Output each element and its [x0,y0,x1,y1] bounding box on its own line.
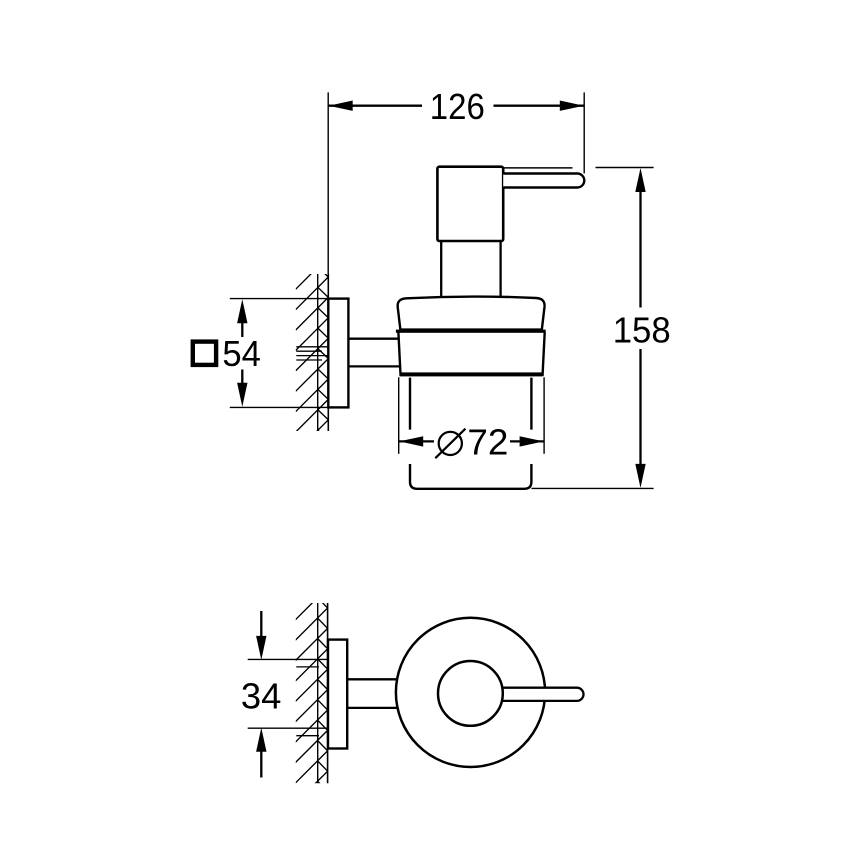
svg-text:34: 34 [241,675,282,716]
svg-text:72: 72 [467,421,508,462]
svg-text:54: 54 [222,333,261,374]
svg-text:126: 126 [430,86,485,127]
svg-text:158: 158 [613,310,671,351]
